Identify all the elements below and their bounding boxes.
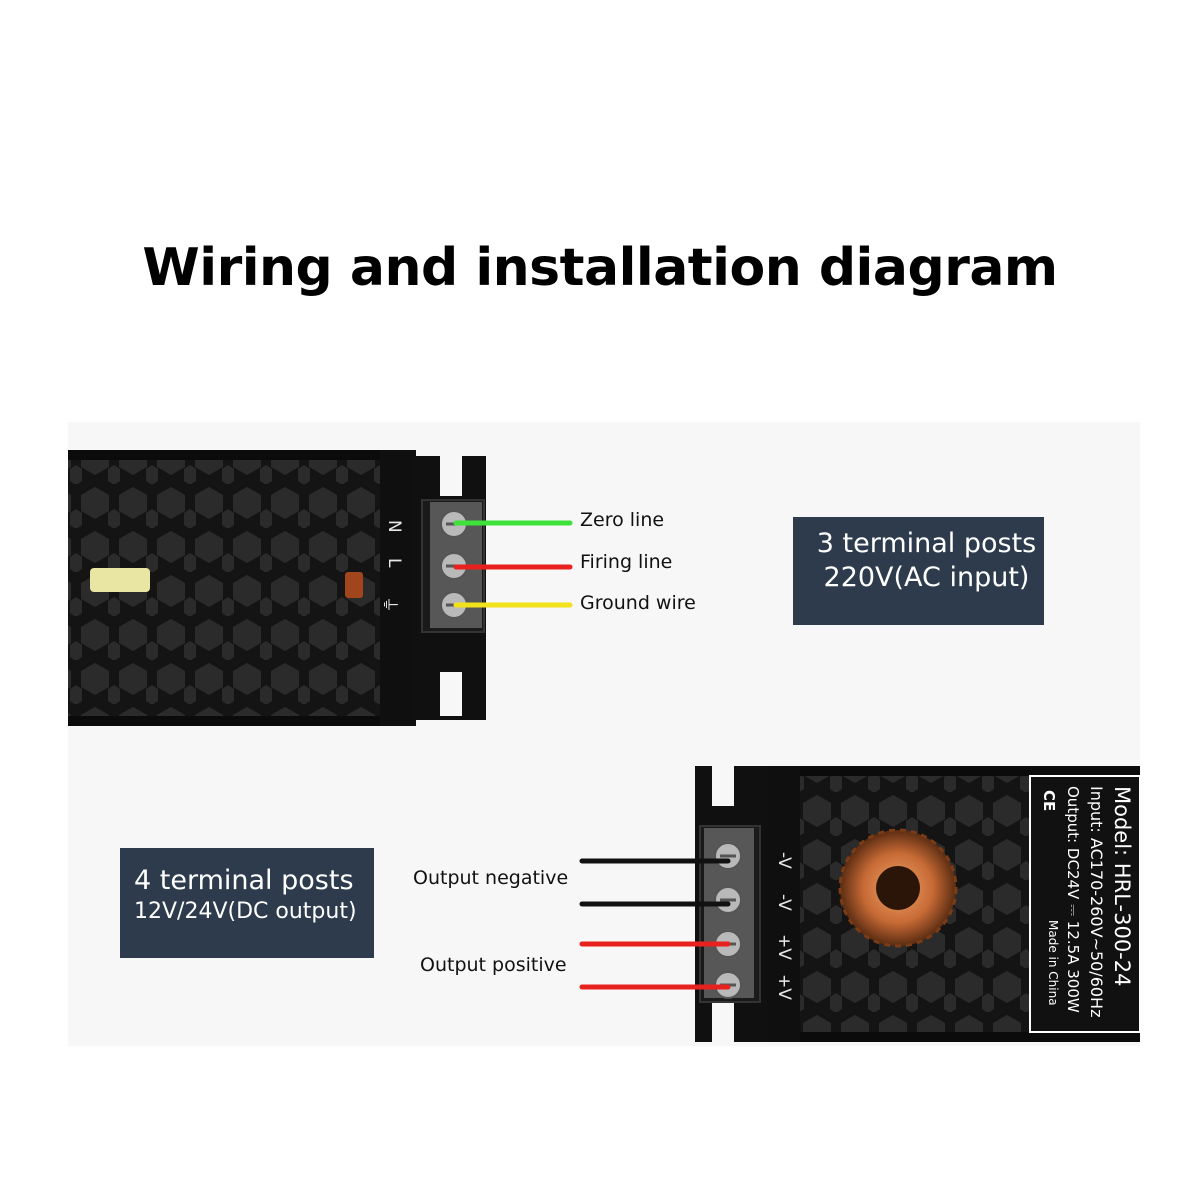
ac-component <box>345 572 363 598</box>
firing-line-label: Firing line <box>580 551 673 573</box>
ac-info-line2: 220V(AC input) <box>823 561 1030 593</box>
dc-info-line1: 4 terminal posts <box>134 865 354 896</box>
ac-terminal-notch <box>440 672 462 716</box>
ac-terminal-notch <box>440 456 462 496</box>
dc-terminal-mark-negative: -V <box>774 852 794 869</box>
dc-power-supply <box>695 766 1141 1042</box>
dc-terminal-mark-positive: +V <box>774 934 794 960</box>
nameplate-cert: CE <box>1040 790 1058 812</box>
nameplate <box>1029 775 1141 1033</box>
toroid-coil <box>838 828 958 948</box>
ac-end-cap <box>380 450 416 726</box>
dc-screw <box>714 842 742 870</box>
ac-power-supply <box>68 450 486 726</box>
dc-terminal-notch <box>712 766 734 806</box>
output-negative-label: Output negative <box>413 867 569 889</box>
page-title: Wiring and installation diagram <box>142 238 1058 298</box>
ac-info-line1: 3 terminal posts <box>816 528 1037 559</box>
nameplate-model: Model: HRL-300-24 <box>1110 786 1134 987</box>
dc-screw <box>714 886 742 914</box>
ac-terminal-mark-ground: ⏚ <box>379 596 399 613</box>
ac-info-box: 3 terminal posts 220V(AC input) <box>793 517 1044 625</box>
dc-info-line2: 12V/24V(DC output) <box>134 898 357 924</box>
ac-case-rail <box>68 716 414 726</box>
dc-end-cap <box>768 766 802 1042</box>
dc-info-box: 4 terminal posts 12V/24V(DC output) <box>120 848 374 958</box>
output-positive-label: Output positive <box>420 954 567 976</box>
dc-terminal-notch <box>712 1000 734 1042</box>
ac-component <box>90 568 150 592</box>
nameplate-output: Output: DC24V ⎓ 12.5A 300W <box>1064 786 1082 1013</box>
ground-wire-label: Ground wire <box>580 592 696 614</box>
nameplate-origin: Made in China <box>1046 920 1060 1006</box>
dc-terminal-mark-positive: +V <box>774 974 794 1000</box>
nameplate-input: Input: AC170-260V~50/60Hz <box>1087 786 1106 1018</box>
ac-case-rail <box>68 450 414 460</box>
zero-line-label: Zero line <box>580 509 665 531</box>
dc-case-rail <box>800 766 1140 776</box>
dc-case-rail <box>800 1032 1140 1042</box>
dc-terminal-mark-negative: -V <box>774 894 794 911</box>
ac-terminal-mark-n: N <box>384 520 404 533</box>
ac-terminal-mark-l: L <box>384 558 404 568</box>
